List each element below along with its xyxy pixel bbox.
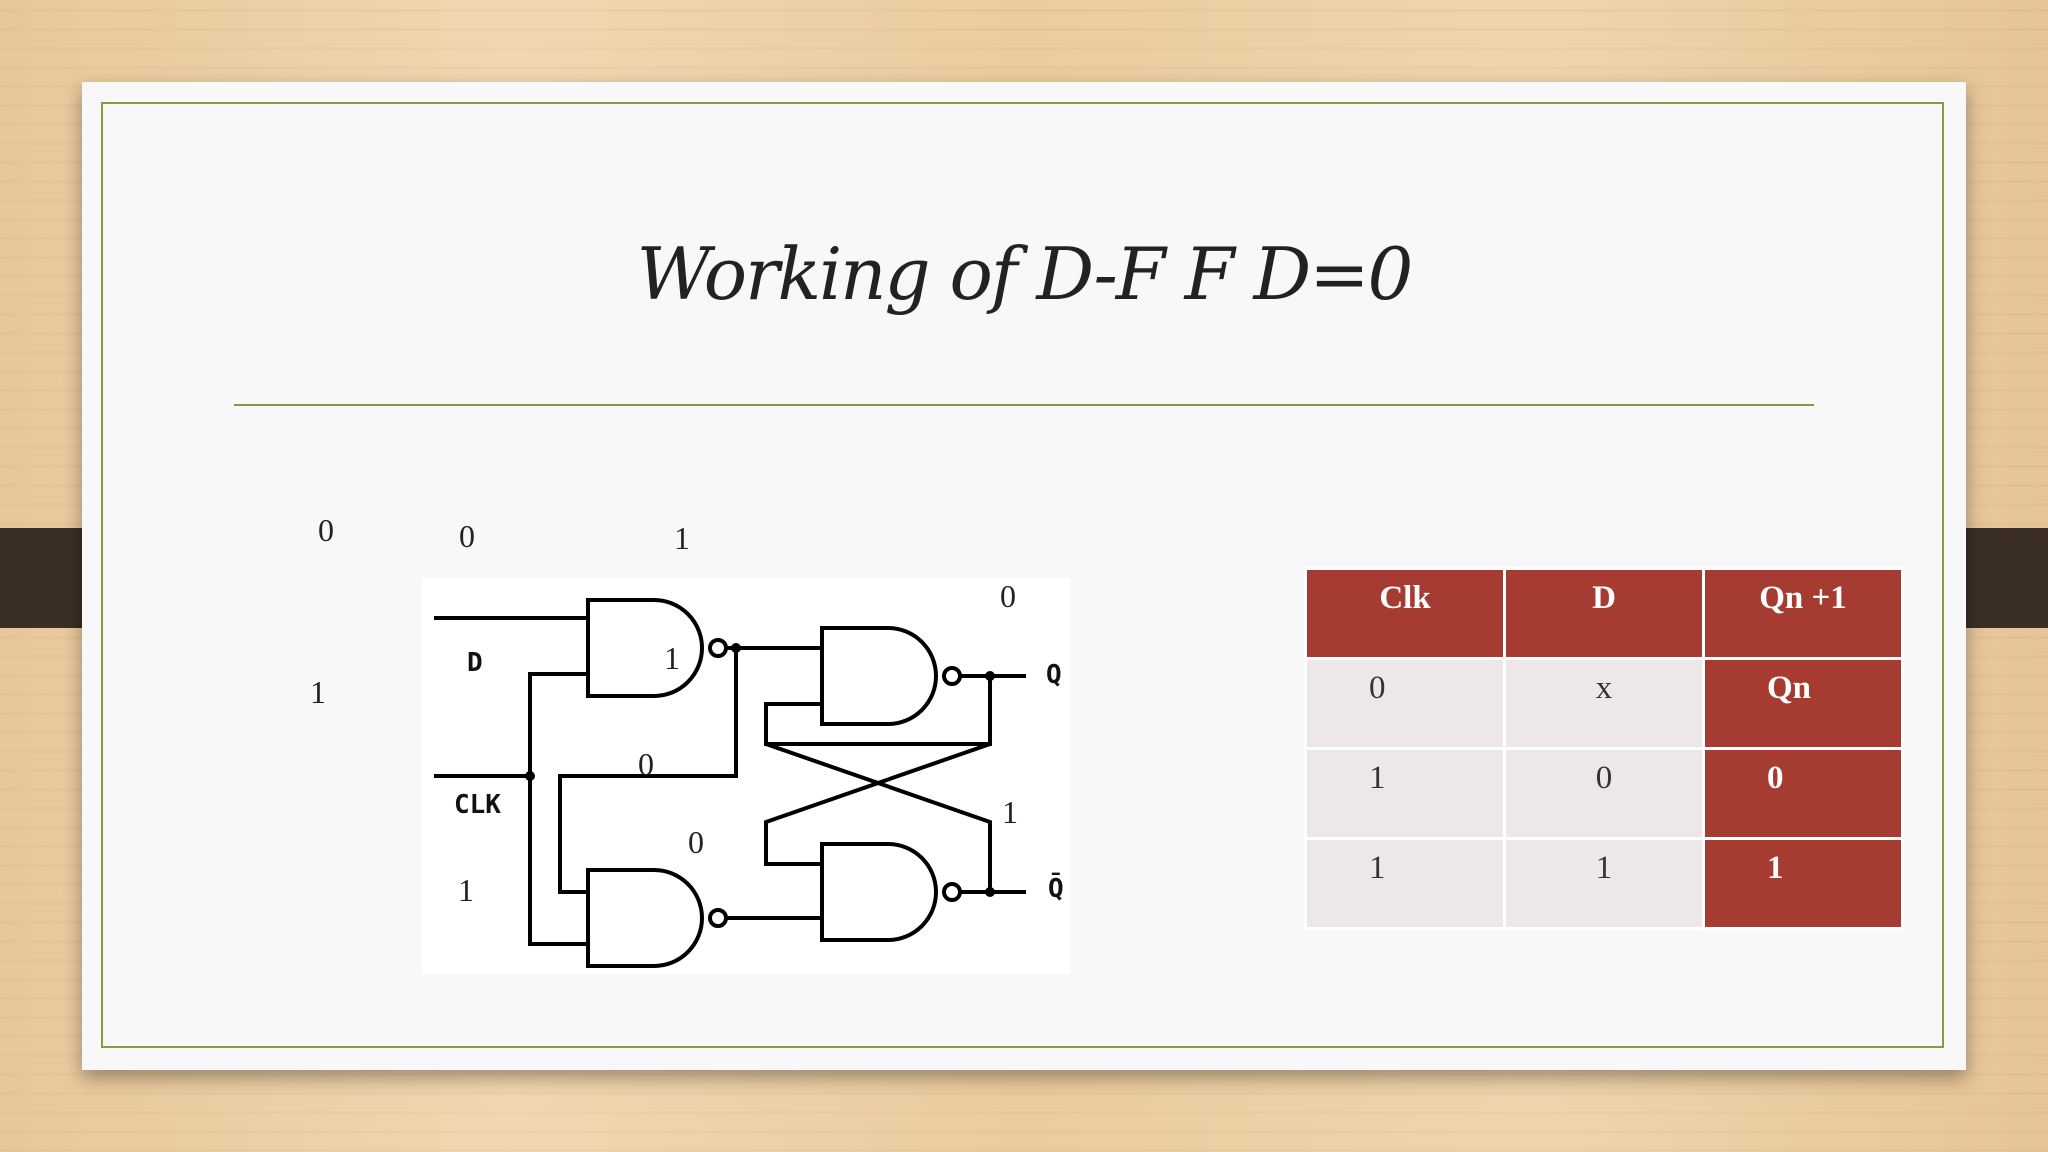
header-d: D [1503, 567, 1705, 660]
nand-bubble-2 [708, 908, 728, 928]
header-qn1: Qn +1 [1702, 567, 1904, 660]
value-g2-out: 0 [688, 824, 704, 860]
cell-d: x [1503, 657, 1705, 750]
junction-qbar [985, 887, 995, 897]
q-signal-label: Q [1046, 660, 1062, 690]
value-g3-feedback: 1 [664, 640, 680, 676]
value-g1-out: 1 [674, 520, 690, 556]
nand-gate-4 [820, 842, 938, 942]
value-q: 0 [1000, 578, 1016, 614]
cross-wire-2 [765, 742, 992, 892]
value-d-in: 0 [318, 512, 334, 548]
value-clk-in: 1 [310, 674, 326, 710]
slide-title: Working of D-F F D=0 [636, 232, 1414, 316]
nand-bubble-3 [942, 666, 962, 686]
table-row: 0 x Qn [1304, 657, 1904, 750]
junction-clk [525, 771, 535, 781]
d-signal-label: D [467, 648, 483, 678]
clk-signal-label: CLK [454, 790, 501, 820]
cross-wire-3 [764, 742, 991, 866]
value-qbar: 1 [1002, 794, 1018, 830]
cross-wire-1 [764, 676, 992, 746]
cell-clk: 0 [1304, 657, 1506, 750]
cell-clk: 1 [1304, 837, 1506, 930]
circuit-svg [434, 598, 1026, 968]
nand-bubble-1 [708, 638, 728, 658]
title-rule [234, 404, 1814, 406]
clk-branch [528, 672, 588, 946]
cell-clk: 1 [1304, 747, 1506, 840]
cell-d: 1 [1503, 837, 1705, 930]
nand-bubble-4 [942, 882, 962, 902]
cell-d: 0 [1503, 747, 1705, 840]
cell-qn1: Qn [1702, 657, 1904, 750]
cell-qn1: 0 [1702, 747, 1904, 840]
d-flip-flop-diagram: D CLK Q Q̄ [422, 578, 1070, 974]
table-row: 1 0 0 [1304, 747, 1904, 840]
value-d-gate: 0 [459, 518, 475, 554]
cell-qn1: 1 [1702, 837, 1904, 930]
value-g2-clk: 1 [458, 872, 474, 908]
table-header-row: Clk D Qn +1 [1304, 567, 1904, 660]
slide: Working of D-F F D=0 [82, 82, 1966, 1070]
header-clk: Clk [1304, 567, 1506, 660]
value-g4-feedback: 0 [638, 746, 654, 782]
qbar-signal-label: Q̄ [1048, 874, 1064, 904]
junction-q [985, 671, 995, 681]
nand-gate-1 [586, 598, 704, 698]
slide-frame [101, 102, 1944, 1048]
truth-table: Clk D Qn +1 0 x Qn 1 0 0 1 1 1 [1304, 567, 1904, 930]
junction-g1 [731, 643, 741, 653]
nand-gate-2 [586, 868, 704, 968]
nand-gate-3 [820, 626, 938, 726]
table-row: 1 1 1 [1304, 837, 1904, 930]
